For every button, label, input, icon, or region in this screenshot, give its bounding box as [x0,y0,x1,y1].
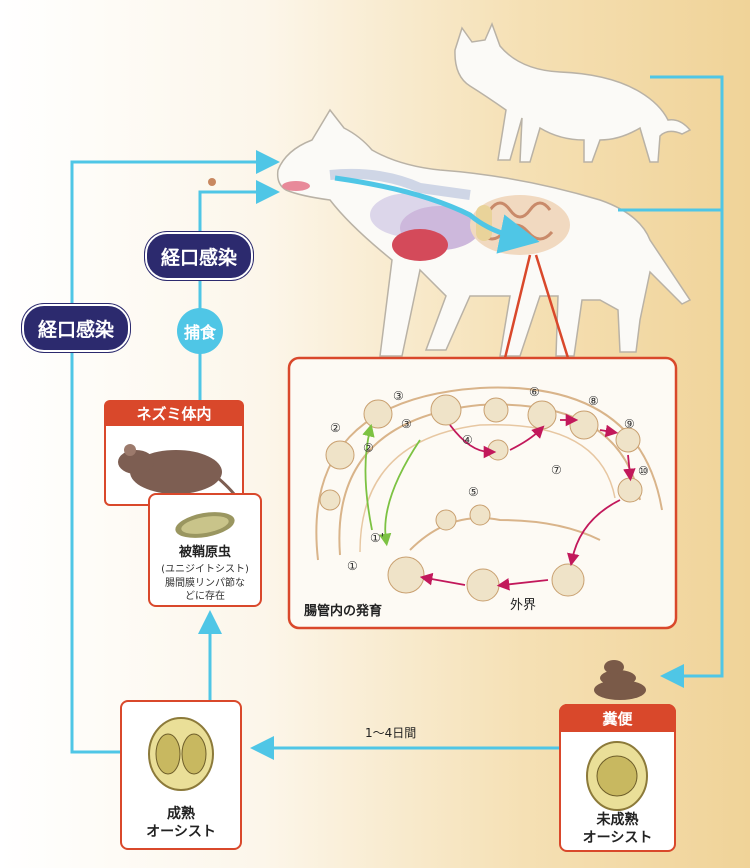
stage-number: ⑤ [468,485,479,499]
mature-oocyst-panel: 成熟 オーシスト [120,700,242,850]
immature-oocyst-illustration [586,741,648,811]
feces-title: 糞便 [559,704,676,732]
parasite-note: (ユニジイトシスト) 腸間膜リンパ節な どに存在 [161,564,249,602]
stage-number: ⑩ [638,464,649,478]
immature-oocyst-label: 未成熟 オーシスト [582,812,653,846]
intestine-wall [315,386,663,602]
stage-number: ② [363,441,374,455]
parasite-panel: 被鞘原虫 (ユニジイトシスト) 腸間膜リンパ節な どに存在 [148,493,262,607]
days-label: 1～4日間 [365,726,417,740]
stage-number: ③ [393,389,404,403]
digestive-path-arrow [334,175,540,254]
dot-marker [208,178,216,186]
mouse-illustration [118,444,240,501]
stage-number: ⑨ [624,417,635,431]
stage-number: ③ [401,417,412,431]
dog-organs [329,168,570,261]
dog-tongue [282,181,310,191]
stage-number: ⑧ [588,394,599,408]
predation-label: 捕食 [177,308,223,354]
intestine-title: 腸管内の発育 [304,604,383,619]
cat-illustration [454,21,692,163]
stage-number: ① [347,559,358,573]
zoom-connector [503,254,570,359]
stage-number: ①' [370,531,385,545]
parasite-illustration [175,512,235,538]
oral-infection-mid-label: 経口感染 [145,232,253,280]
mouse-title: ネズミ体内 [104,400,244,426]
stage-number: ⑥ [529,385,540,399]
outside-label: 外界 [510,598,537,613]
mature-oocyst-label: 成熟 オーシスト [146,806,216,840]
feces-icon [594,660,646,700]
intestine-arrows [362,413,636,591]
stage-number: ④ [462,433,473,447]
stage-number: ② [330,421,341,435]
parasite-name: 被鞘原虫 [178,545,231,560]
cycle-arrows [70,75,724,760]
oral-infection-left-label: 経口感染 [22,304,130,352]
stage-number: ⑦ [551,463,562,477]
immature-oocyst-panel: 糞便 未成熟 オーシスト [559,704,676,852]
mouse-panel: ネズミ体内 [104,400,244,506]
mature-oocyst-illustration [148,717,214,791]
